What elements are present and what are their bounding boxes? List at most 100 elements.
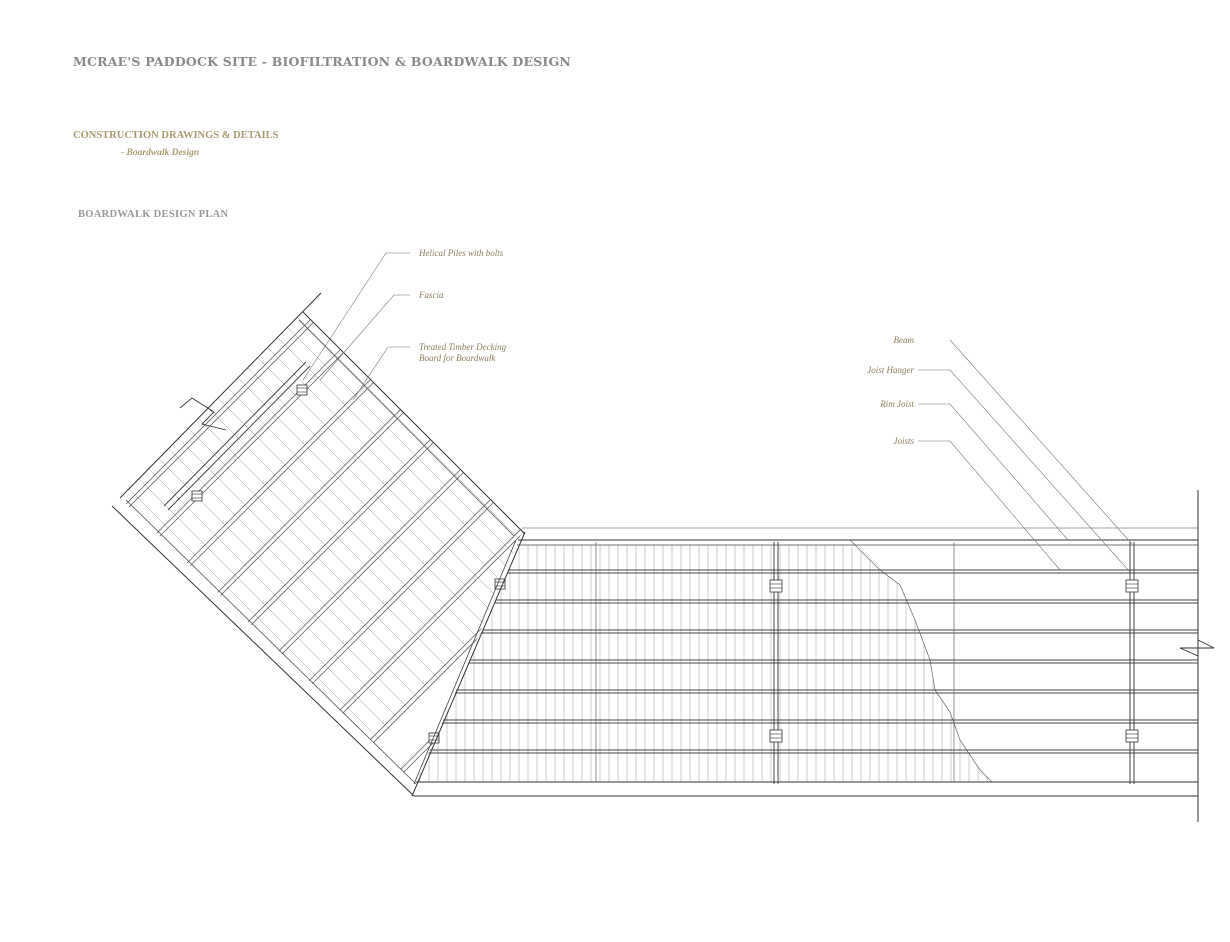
diagonal-beam-a [163,361,307,507]
diagonal-inner-rim [298,319,515,537]
decking-board-diagonal [369,312,522,491]
decking-board-diagonal [339,312,522,521]
decking-board-diagonal [359,312,522,501]
decking-board-diagonal [499,312,522,361]
decking-board-diagonal [120,509,351,771]
diagonal-boardwalk-section [111,40,820,797]
decking-board-diagonal [120,579,281,784]
leader-joists [918,440,1061,571]
pile-marker [296,384,308,396]
decking-board-diagonal [239,359,501,621]
label-joists: Joists [893,436,914,446]
straight-boardwalk-section [411,490,1215,822]
decking-board-diagonal [519,312,522,341]
decking-board-diagonal [120,619,241,784]
page-title: MCRAE'S PADDOCK SITE - BIOFILTRATION & B… [73,54,571,69]
joist-diagonal [159,359,391,591]
pile-marker [769,579,783,593]
decking-board-diagonal [319,312,522,541]
decking-board-diagonal [139,459,401,721]
decking-board-diagonal [120,529,331,784]
joist-diagonal [192,392,424,624]
pile-marker [769,729,783,743]
decking-board-diagonal [489,312,522,371]
pile-marker [191,490,203,502]
label-joist-hanger: Joist Hanger [867,365,914,375]
decking-board-diagonal [120,559,301,784]
joist-diagonal [132,332,364,564]
decking-board-diagonal [120,569,291,784]
joist-diagonal [129,329,361,561]
diagonal-joists [120,312,522,784]
joist-diagonal [219,419,451,651]
joist-diagonal [279,479,511,711]
decking-board-diagonal [189,409,451,671]
decking-board-diagonal [459,312,522,401]
joist-diagonal [120,312,334,534]
decking-board-diagonal [120,549,311,784]
decking-board-diagonal [550,50,810,310]
joist-diagonal [252,452,484,684]
diagonal-inner-edge-2 [125,499,417,785]
label-fascia: Fascia [418,290,444,300]
joist-diagonal [120,312,331,531]
decking-board-diagonal [349,312,522,511]
decking-board-diagonal [269,329,522,591]
joist-diagonal [309,509,522,741]
leader-rim-joist [918,403,1069,541]
decking-board-diagonal [229,369,491,631]
pile-marker [428,732,440,744]
decking-board-diagonal [279,319,522,581]
decking-board-diagonal [429,312,522,431]
label-beam: Beam [894,335,915,345]
decking-board-diagonal [560,40,820,300]
diagonal-outer-rim [302,311,526,535]
label-helical-piles: Helical Piles with bolts [418,248,504,258]
joist-diagonal [339,539,522,771]
joists [416,569,1198,754]
decking-board-diagonal [199,399,461,661]
label-decking-line2: Board for Boardwalk [419,353,496,363]
decking-board-diagonal [449,312,522,411]
decking-board-diagonal [209,389,471,651]
decking-board-diagonal [120,479,381,741]
break-line-right [1179,639,1215,657]
decking-board-diagonal [120,499,361,761]
decking-board-diagonal [259,339,521,601]
subsection-heading: - Boardwalk Design [121,148,200,158]
pile-marker [1125,729,1139,743]
decking-board-diagonal [309,312,522,551]
joist-diagonal [189,389,421,621]
joist-diagonal [222,422,454,654]
decking-board-diagonal [219,379,481,641]
decking-board-diagonal [419,312,522,441]
decking-board-diagonal [120,599,261,784]
leader-joist-hanger [918,369,1131,573]
angled-rim-inner [413,539,517,785]
leader-helical-piles [302,252,410,381]
break-line-left [179,397,227,431]
decking-board-diagonal [169,429,431,691]
decking-board-diagonal [479,312,522,381]
joist-diagonal [162,362,394,594]
decking-board-diagonal [120,539,321,784]
joist-diagonal [249,449,481,681]
decking-board-diagonal [120,589,271,784]
leader-decking [352,346,410,401]
decking-board-diagonal [530,70,790,330]
decking-board-diagonal [120,519,341,781]
pile-marker [1125,579,1139,593]
decking-board-diagonal [179,419,441,681]
decking-board-diagonal [289,312,522,571]
decking-board-diagonal [129,469,391,731]
decking-board-diagonal [439,312,522,421]
decking-board-diagonal [469,312,522,391]
decking-board-diagonal [120,609,251,784]
decking-board-diagonal [540,60,800,320]
diagonal-inner-edge [111,505,415,797]
joist-diagonal [312,512,522,744]
angled-rim-outer [411,531,526,797]
decking-board-diagonal [299,312,522,561]
section-heading: CONSTRUCTION DRAWINGS & DETAILS [73,130,279,141]
